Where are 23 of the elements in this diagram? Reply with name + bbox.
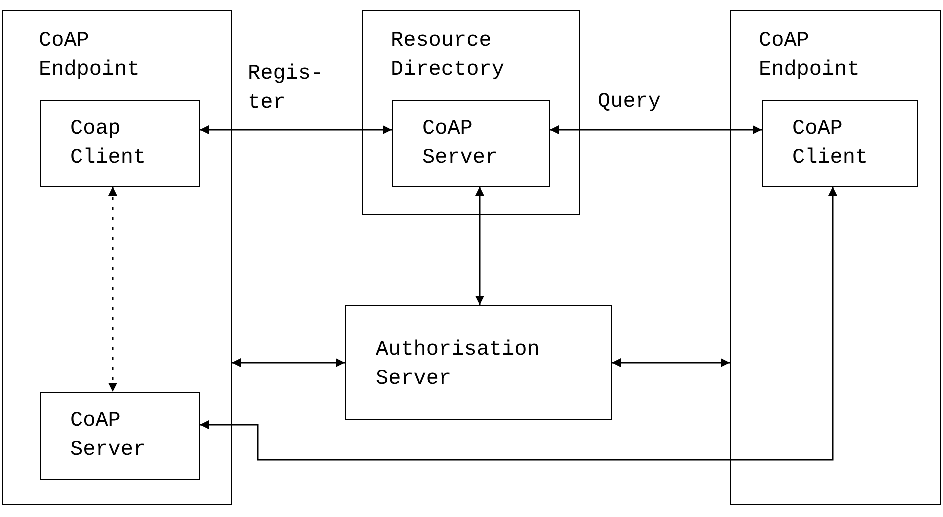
box (730, 10, 941, 505)
box (392, 100, 550, 186)
box-label: Coap Client (70, 116, 146, 172)
arrow (232, 358, 345, 368)
box (762, 100, 918, 186)
arrow (200, 126, 392, 134)
arrow (476, 187, 484, 305)
box-label: CoAP Endpoint (759, 29, 861, 84)
arrow (550, 126, 762, 134)
arrow (200, 187, 838, 461)
box-label: CoAP Client (792, 116, 868, 172)
box-label: CoAP Endpoint (39, 29, 141, 84)
box (345, 305, 612, 420)
box (362, 10, 580, 215)
box-label: Resource Directory (391, 29, 504, 84)
box (2, 10, 232, 505)
box-label: Authorisation Server (376, 338, 541, 393)
box-label: CoAP Server (70, 408, 146, 464)
dotted-arrow (108, 187, 118, 392)
arrow (612, 358, 730, 368)
box (40, 392, 200, 480)
box (40, 100, 200, 186)
box-label: CoAP Server (422, 116, 498, 172)
